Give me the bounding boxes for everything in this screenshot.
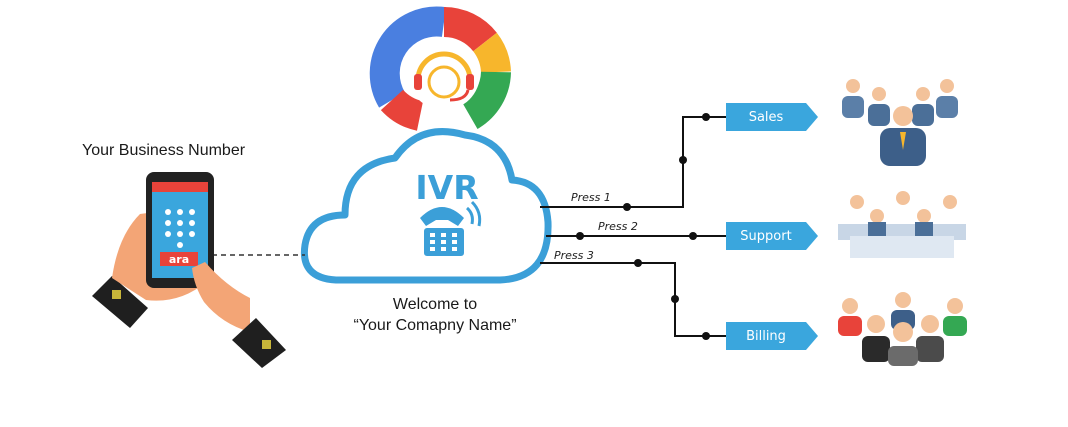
cloud-title: IVR bbox=[415, 168, 479, 207]
welcome-line-1: Welcome to bbox=[392, 296, 478, 313]
sales-box: Sales bbox=[726, 103, 818, 131]
business-number-label: Your Business Number bbox=[82, 142, 246, 159]
people-group-icon bbox=[838, 79, 967, 366]
press-1-label: Press 1 bbox=[571, 191, 611, 204]
support-box: Support bbox=[726, 222, 818, 250]
press-2-label: Press 2 bbox=[598, 220, 638, 233]
headset-logo-icon bbox=[369, 6, 511, 131]
hand-phone-icon bbox=[92, 172, 286, 368]
billing-box: Billing bbox=[726, 322, 818, 350]
route-dots bbox=[576, 113, 710, 340]
press-3-label: Press 3 bbox=[554, 249, 594, 262]
welcome-line-2: “Your Comapny Name” bbox=[353, 317, 517, 334]
telephone-icon bbox=[420, 200, 482, 256]
cloud-shape bbox=[300, 128, 552, 284]
keypad-text: ara bbox=[168, 253, 190, 266]
